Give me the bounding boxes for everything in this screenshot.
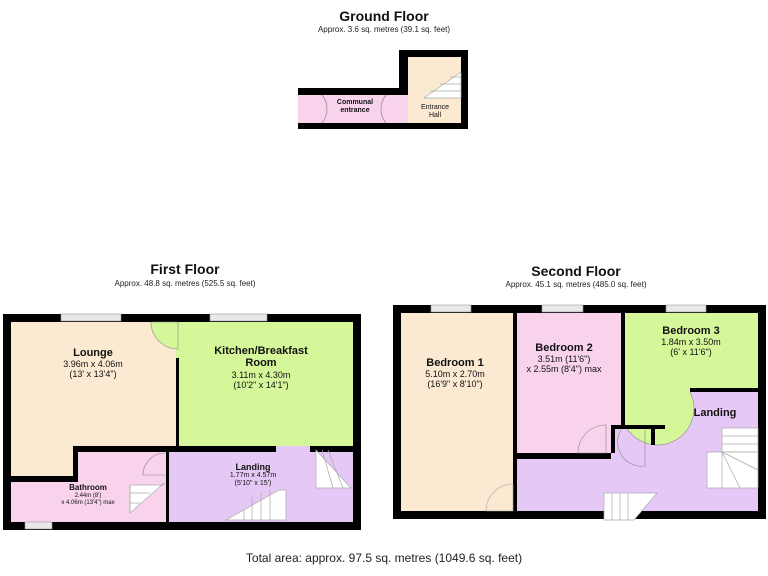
first-floor-plan [3, 313, 361, 530]
window-icon [665, 304, 707, 313]
first-floor-area: Approx. 48.8 sq. metres (525.5 sq. feet) [114, 279, 256, 288]
window-icon [24, 521, 53, 530]
first-floor-title: First Floor [150, 261, 220, 277]
ground-floor-title: Ground Floor [339, 8, 429, 24]
room-label-bedroom-2: Bedroom 2 3.51m (11'6") x 2.55m (8'4") m… [526, 342, 602, 375]
second-floor-plan [393, 304, 766, 521]
ground-floor-plan [298, 50, 468, 129]
room-label-kitchen: Kitchen/Breakfast Room 3.11m x 4.30m (10… [214, 345, 308, 390]
room-label-bedroom-1: Bedroom 1 5.10m x 2.70m (16'9" x 8'10") [425, 357, 485, 390]
total-area: Total area: approx. 97.5 sq. metres (104… [245, 551, 523, 565]
room-label-entrance-hall: Entrance Hall [420, 104, 450, 119]
window-icon [430, 304, 472, 313]
lounge-room [11, 322, 176, 446]
second-floor-area: Approx. 45.1 sq. metres (485.0 sq. feet) [505, 280, 647, 289]
stairs-icon [422, 71, 462, 99]
window-icon [541, 304, 584, 313]
bedroom-1-room [401, 313, 513, 511]
bedroom-3-room [625, 313, 758, 388]
second-landing-room [517, 392, 758, 511]
room-label-communal-entrance: Communal entrance [336, 99, 374, 114]
second-floor-title: Second Floor [531, 263, 621, 279]
room-label-bedroom-3: Bedroom 3 1.84m x 3.50m (6' x 11'6") [661, 325, 721, 358]
room-label-bathroom: Bathroom 2.44m (8') x 4.06m (13'4") max [61, 483, 115, 506]
room-label-first-landing: Landing 1.77m x 4.57m (5'10" x 15') [229, 462, 277, 487]
ground-floor-area: Approx. 3.6 sq. metres (39.1 sq. feet) [317, 25, 451, 34]
bathroom-room [78, 452, 166, 482]
room-label-second-landing: Landing [693, 407, 737, 419]
window-icon [209, 313, 268, 322]
kitchen-room [179, 322, 353, 446]
room-label-lounge: Lounge 3.96m x 4.06m (13' x 13'4") [63, 347, 123, 380]
communal-entrance-room [298, 95, 408, 123]
window-icon [60, 313, 122, 322]
